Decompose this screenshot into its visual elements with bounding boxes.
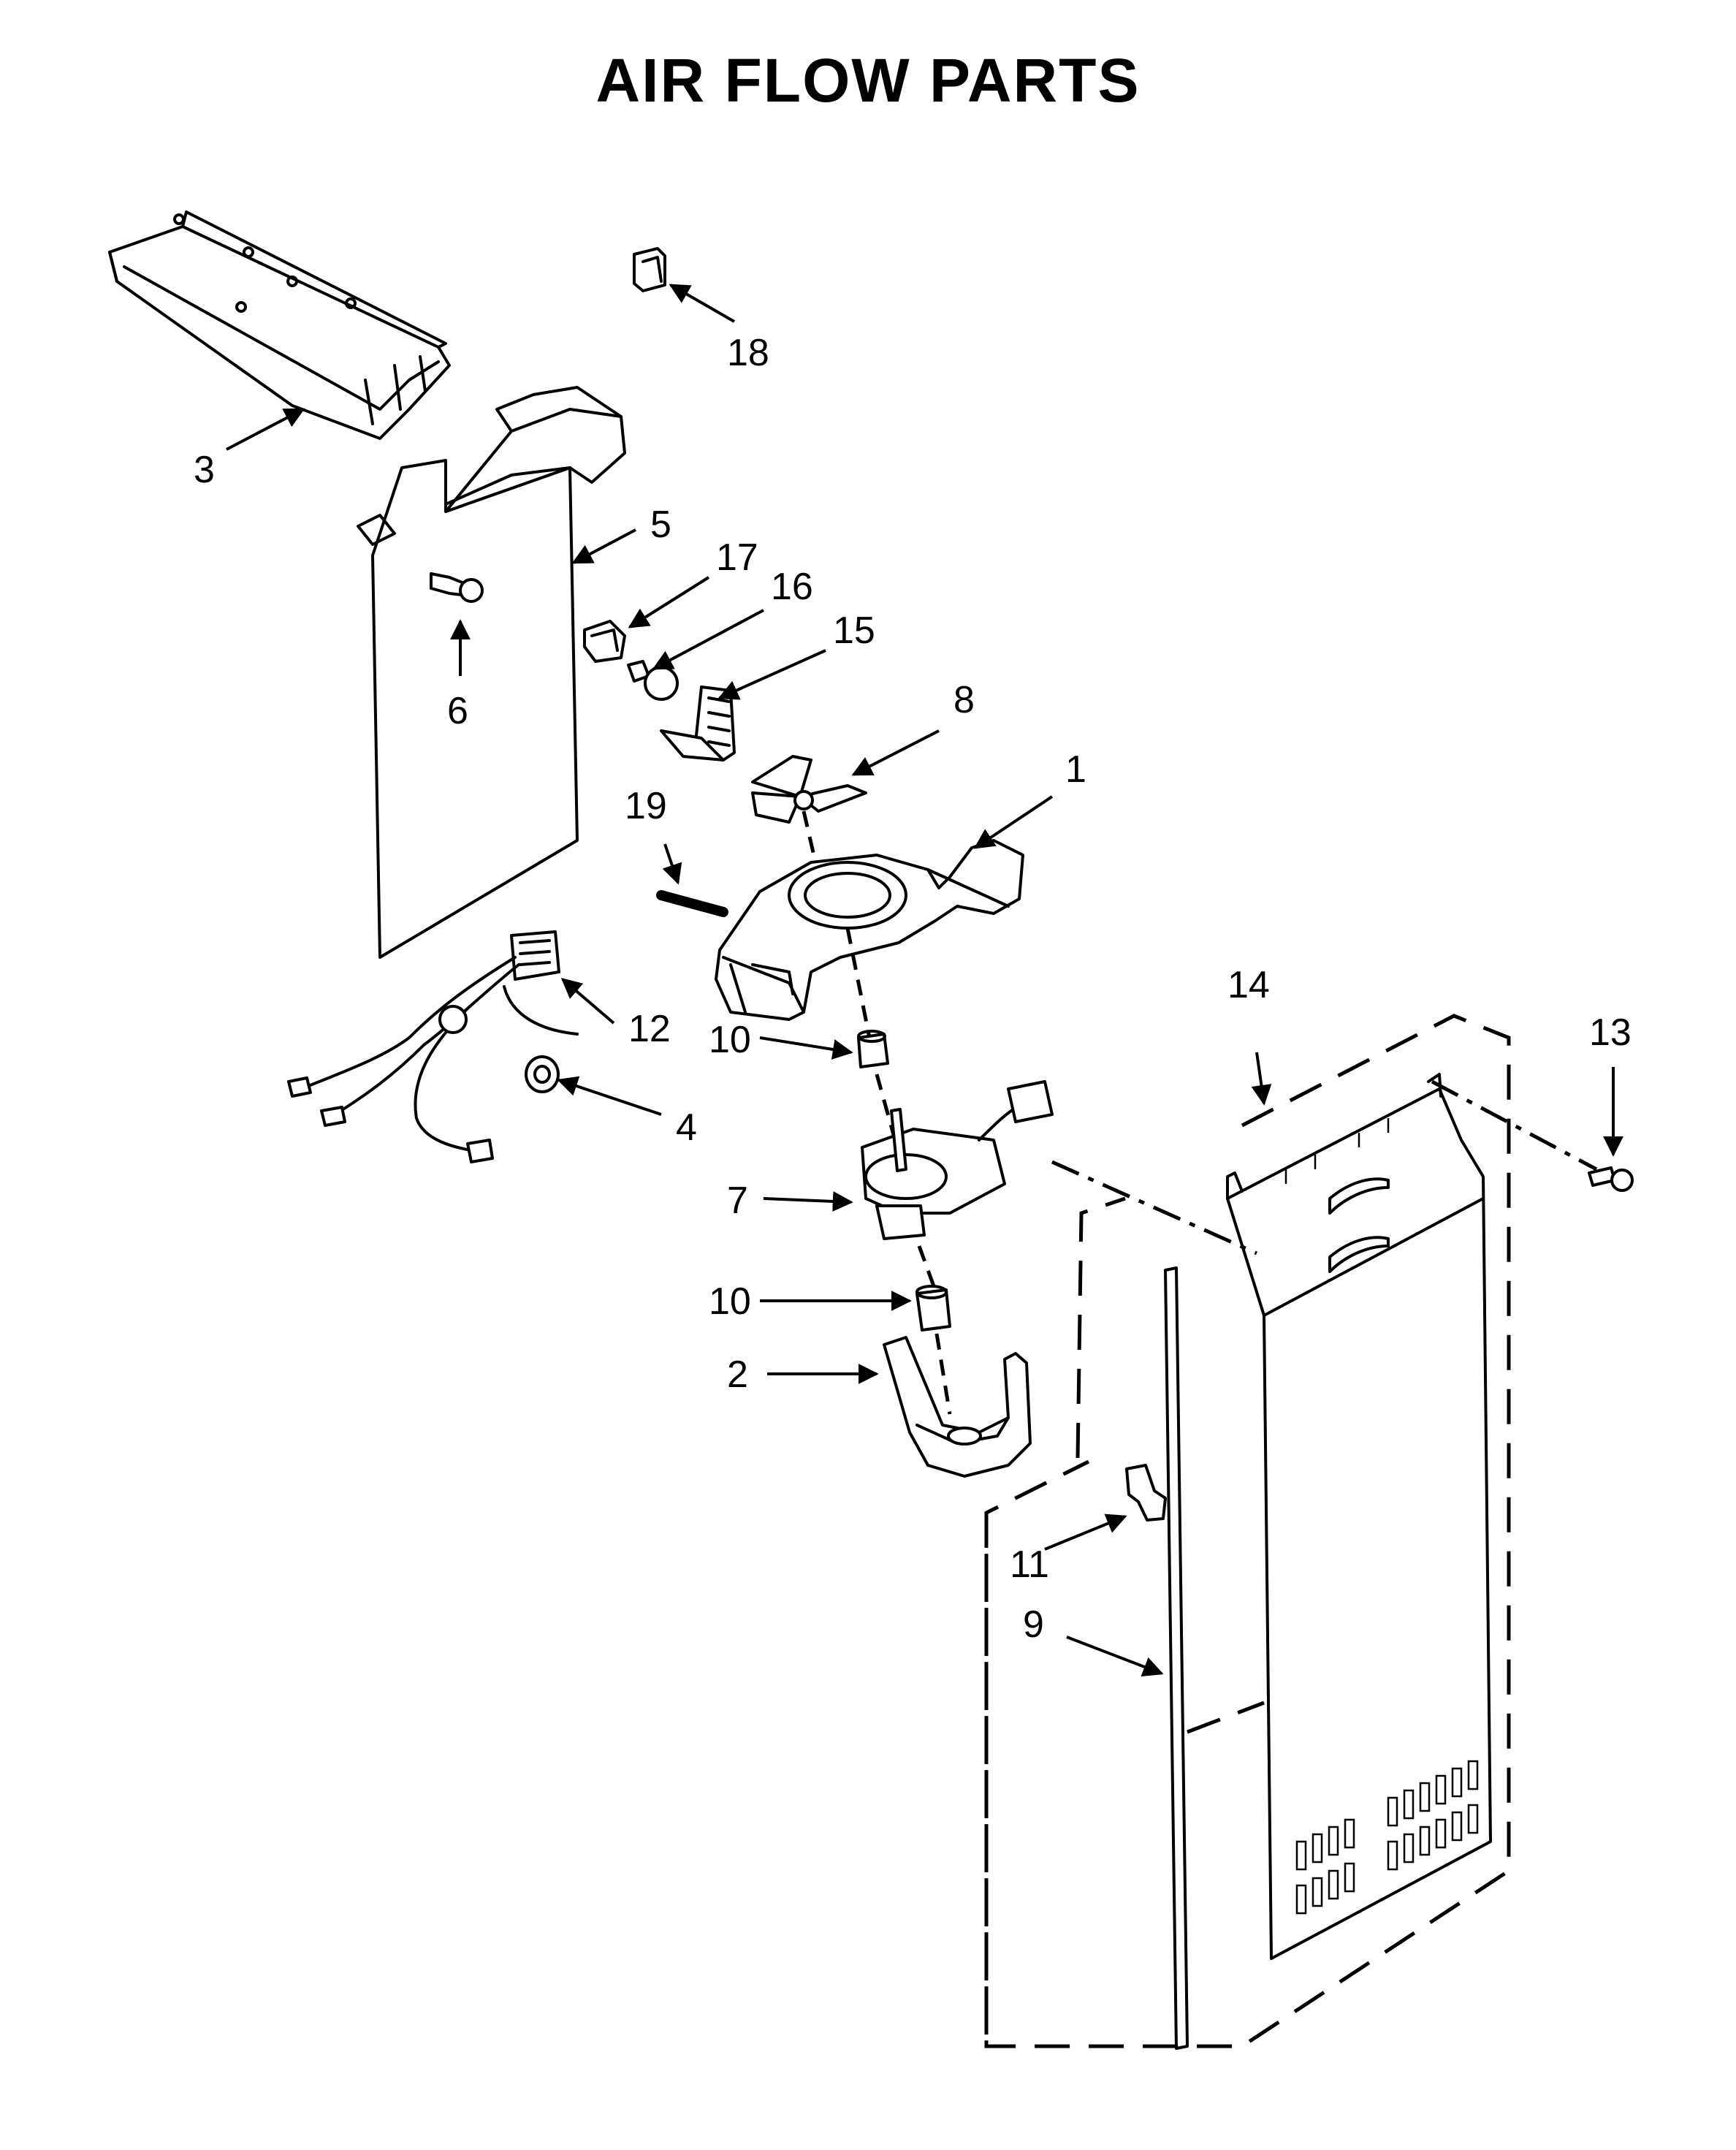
callout-15: 15: [833, 609, 875, 652]
callout-11: 11: [1010, 1543, 1049, 1586]
part-1-fan-housing[interactable]: [715, 839, 1024, 1038]
leader-arrows: [226, 284, 1623, 1677]
part-5-evaporator-cover[interactable]: [357, 386, 626, 959]
part-13-screw[interactable]: [1588, 1166, 1634, 1192]
part-8-fan-blade[interactable]: [751, 755, 867, 907]
part-18-clip[interactable]: [633, 247, 666, 292]
callout-1: 1: [1065, 748, 1086, 791]
part-3-duct-cover[interactable]: [108, 210, 451, 440]
callout-6: 6: [447, 690, 468, 732]
callout-2: 2: [727, 1353, 748, 1396]
part-11-clip[interactable]: [1125, 1464, 1167, 1522]
part-7-fan-motor[interactable]: [861, 1080, 1054, 1240]
callout-19: 19: [625, 785, 667, 827]
callout-3: 3: [194, 449, 215, 491]
part-19-foam-strip[interactable]: [656, 890, 728, 917]
part-17-lamp-socket[interactable]: [583, 620, 626, 663]
callout-4: 4: [676, 1106, 697, 1149]
callout-labels: 3 5 6 17 16 15 18 8 1 19 12 4 10 7 10 2 …: [194, 332, 1632, 1646]
callout-17: 17: [716, 536, 758, 579]
part-6-screw[interactable]: [430, 572, 484, 603]
callout-13: 13: [1589, 1011, 1632, 1054]
part-16-light-bulb[interactable]: [627, 660, 679, 701]
callout-12: 12: [628, 1008, 671, 1050]
part-14-rear-panel[interactable]: [1226, 1073, 1492, 1960]
callout-10-lower: 10: [709, 1280, 751, 1323]
part-12-wire-harness[interactable]: [287, 930, 579, 1163]
part-10-motor-grommet-lower[interactable]: [915, 1245, 952, 1415]
callout-16: 16: [771, 566, 813, 608]
part-10-motor-grommet-upper[interactable]: [857, 1030, 897, 1141]
callout-5: 5: [650, 504, 671, 546]
part-2-motor-bracket[interactable]: [883, 1336, 1032, 1478]
diagram-title: AIR FLOW PARTS: [595, 46, 1141, 115]
callout-8: 8: [953, 679, 975, 721]
part-15-lamp-shield[interactable]: [660, 685, 736, 761]
callout-10-upper: 10: [709, 1019, 751, 1061]
callout-7: 7: [727, 1180, 748, 1222]
callout-9: 9: [1023, 1603, 1044, 1646]
callout-14: 14: [1227, 964, 1270, 1006]
part-4-grommet[interactable]: [525, 1055, 560, 1093]
assembly-outline: [984, 1014, 1598, 2048]
part-9-gasket-strip[interactable]: [1164, 1266, 1189, 2050]
callout-18: 18: [727, 332, 769, 374]
